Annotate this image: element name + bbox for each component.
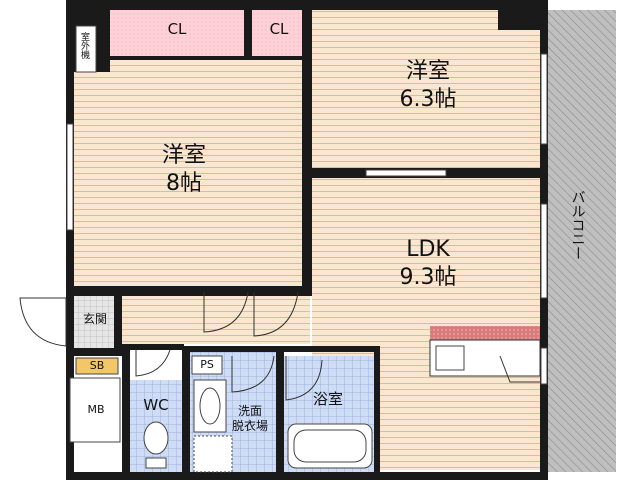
shoe-box-area: [75, 357, 119, 375]
shoe-box-label: SB: [89, 359, 105, 372]
room-label-western-1: 洋室 6.3帖: [380, 58, 476, 113]
room-size: 9.3帖: [399, 264, 457, 290]
floor-western-room-1: [312, 10, 540, 168]
washer-space: [193, 435, 233, 473]
meter-box-area: [69, 377, 121, 443]
floor-western-room-2: [74, 60, 302, 286]
balcony-area: [546, 10, 616, 472]
meter-box-label: MB: [87, 403, 105, 416]
doors: [19, 291, 540, 401]
windows: [66, 53, 548, 385]
floor-hallway: [120, 296, 310, 344]
washroom-label: 洗面 脱衣場: [231, 404, 268, 433]
closet-label-1: CL: [167, 20, 187, 38]
toilet-fixture: [143, 421, 169, 469]
room-name: 洋室: [161, 143, 206, 168]
room-name: 洋室: [405, 59, 450, 84]
outdoor-unit-area: [75, 25, 97, 73]
room-label-ldk: LDK 9.3帖: [378, 236, 478, 291]
bathtub-fixture: [287, 423, 373, 469]
floor-closet-2: [252, 10, 306, 56]
room-name: LDK: [406, 237, 450, 262]
floor-entrance: [74, 296, 114, 348]
room-size: 6.3帖: [399, 86, 457, 112]
room-size: 8帖: [166, 170, 202, 196]
washbasin-fixture: [193, 379, 227, 433]
outdoor-unit-label: 室外機: [79, 32, 89, 59]
floor-closet-1: [110, 10, 244, 56]
bathroom-label: 浴室: [312, 390, 343, 408]
balcony-label: バルコニー: [569, 190, 586, 260]
closet-label-2: CL: [269, 20, 289, 38]
pipe-space-label: PS: [200, 358, 214, 371]
pipe-space-area: [191, 355, 223, 375]
wc-label: WC: [143, 396, 169, 414]
kitchen-counter: [430, 326, 540, 340]
room-label-western-2: 洋室 8帖: [136, 142, 232, 197]
kitchen-sink: [435, 345, 465, 371]
entrance-label: 玄関: [82, 312, 107, 326]
